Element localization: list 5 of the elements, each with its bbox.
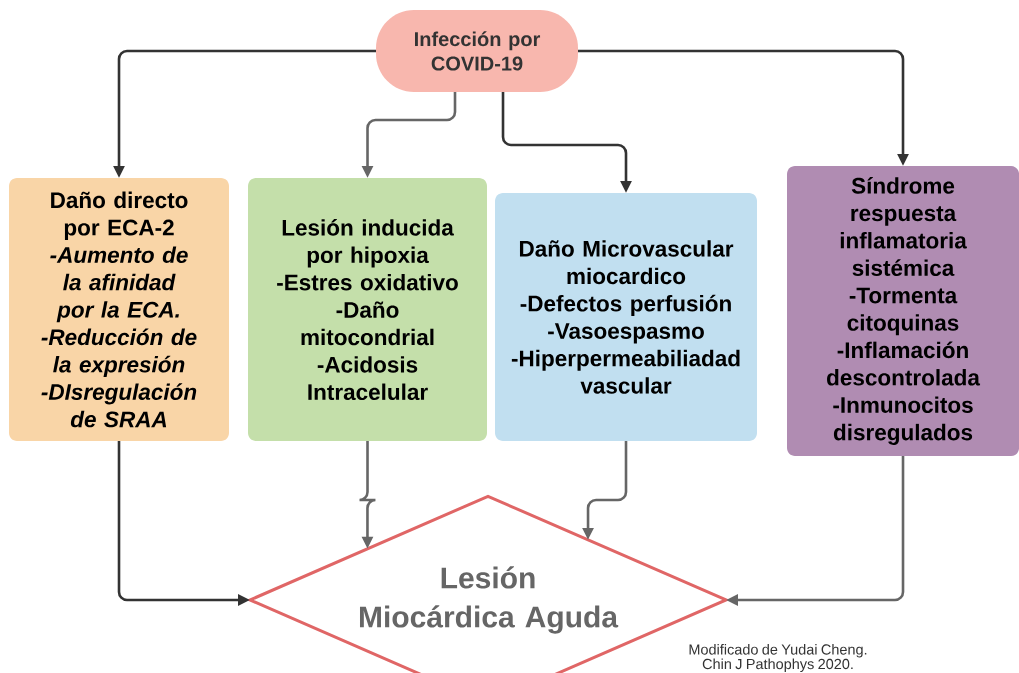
- process-box: Síndrome respuesta inflamatoria sistémica -Tormenta citoquinas -Inflamación descontrolada -Inmunocitos disregulados: [787, 166, 1019, 456]
- process-box: Daño Microvascular miocardico -Defectos perfusión -Vasoespasmo -Hiperpermeabiliadad vascular: [495, 193, 757, 441]
- rounded-box: Infección por COVID-19: [376, 10, 578, 92]
- process-box: Lesión inducida por hipoxia -Estres oxidativo -Daño mitocondrial -Acidosis Intracelular: [248, 178, 487, 441]
- process-box: Daño directo por ECA-2 -Aumento de la afinidad por la ECA. -Reducción de la expresión -DIsregulación de SRAA: [9, 178, 229, 441]
